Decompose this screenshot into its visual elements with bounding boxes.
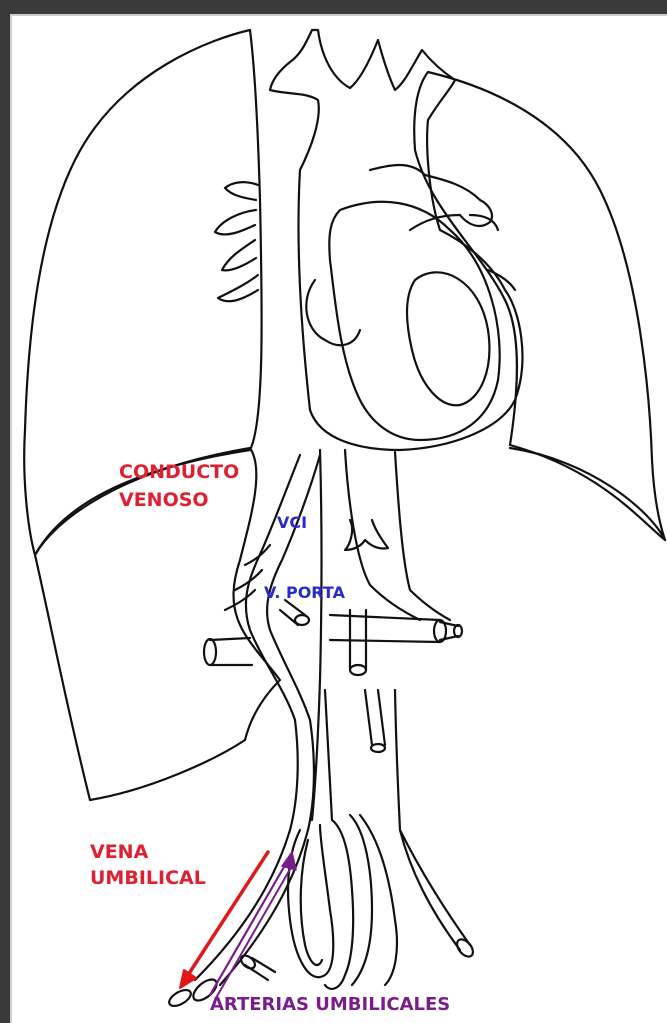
label-vena: VENA [90,840,148,864]
label-conducto: CONDUCTO [119,460,239,484]
label-vci: VCI [277,511,307,535]
left-vessel-stub-end [204,639,216,665]
cord-small-vessel-end [239,953,258,971]
purple-flow-arrow-2 [216,864,293,998]
hepatic-vein-stub [345,520,388,550]
purple-arrowhead [282,852,296,870]
umbilical-artery-loop-inner [301,840,322,965]
label-venoso: VENOSO [119,488,209,512]
mesenteric-stub-end [371,744,385,752]
red-arrowhead [180,970,196,988]
right-lung [414,72,665,540]
aortic-arch [270,30,522,450]
pulmonary-trunk [370,165,492,230]
label-v-porta: V. PORTA [264,581,345,605]
umbilical-artery-loop [288,825,333,977]
iliac-right-end [454,936,476,959]
heart-ventricle [407,272,489,405]
portal-vein-tip [440,622,458,640]
pulmonary-veins-left [215,182,258,301]
portal-vein-right [330,615,440,642]
liver-right-lobe [510,448,665,540]
umbilical-cord-end-2 [167,987,194,1009]
mesenteric-stub [365,690,385,745]
label-umbilical: UMBILICAL [90,866,206,890]
heart [329,202,499,440]
label-arterias-umbilicales: ARTERIAS UMBILICALES [210,993,450,1017]
abdominal-aorta [325,690,470,950]
hepatic-vessel-end [350,665,366,675]
vci-right-wall [395,452,450,620]
porta-oblique-end [295,615,309,625]
